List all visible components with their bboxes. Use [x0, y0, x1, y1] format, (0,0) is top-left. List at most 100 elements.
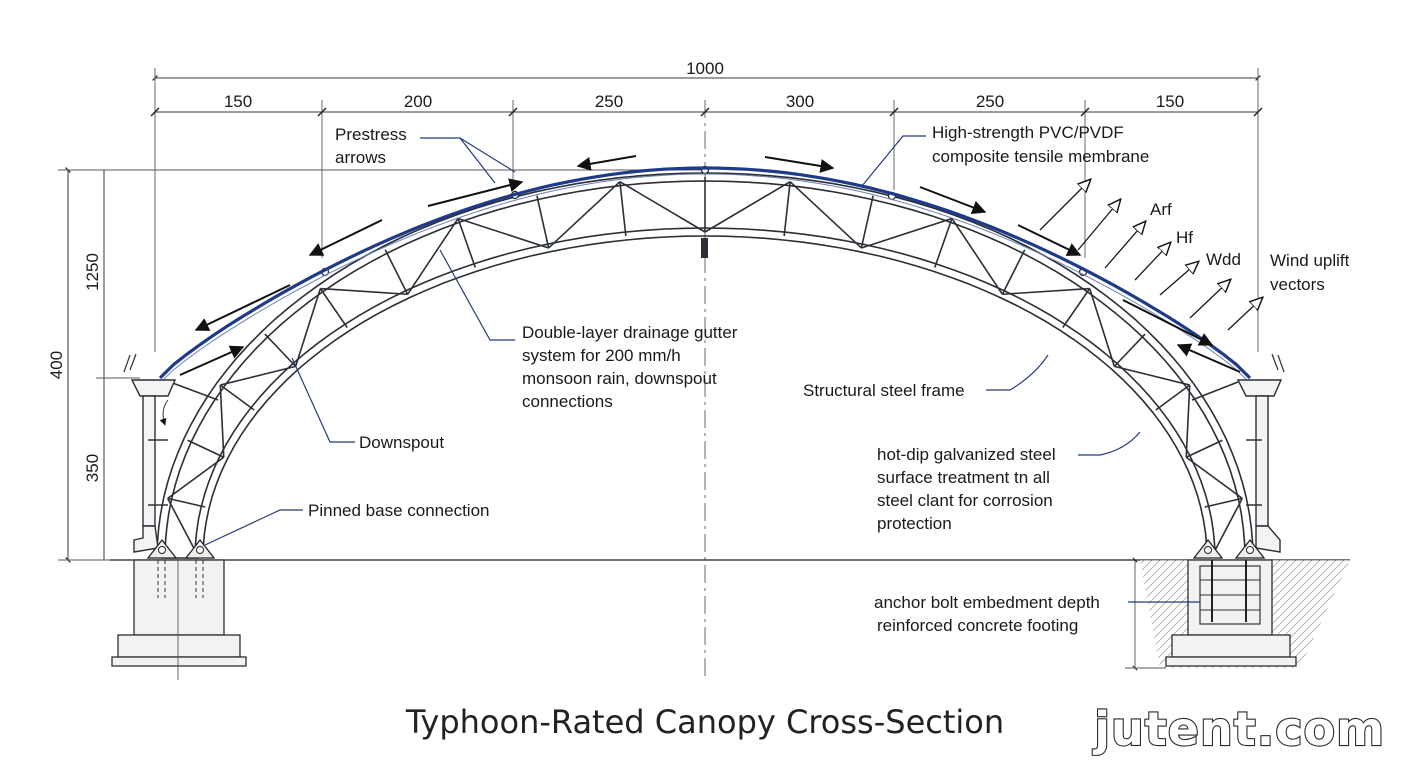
truss-post: [167, 497, 206, 508]
prestress-arrow: [308, 219, 383, 256]
truss-post: [1185, 439, 1223, 458]
dim-segment-6: 150: [1156, 92, 1184, 111]
wind-vector: [1077, 200, 1120, 251]
truss-web: [1185, 384, 1191, 458]
label-gutter-line-3: monsoon rain, downspout: [522, 369, 717, 388]
label-gutter-line-2: system for 200 mm/h: [522, 346, 681, 365]
label-prestress: Prestress arrows: [335, 125, 407, 167]
truss-web: [320, 287, 408, 296]
label-wind-code-hf: Hf: [1176, 228, 1193, 247]
right-footing: [1125, 538, 1350, 671]
label-membrane-line-2: composite tensile membrane: [932, 147, 1149, 166]
drawing-title: Typhoon-Rated Canopy Cross-Section: [405, 703, 1004, 741]
label-gutter-line-4: connections: [522, 392, 613, 411]
truss-post: [1155, 384, 1191, 411]
prestress-arrow: [764, 156, 835, 173]
tensile-membrane: [158, 166, 1252, 380]
label-galvanized-line-2: surface treatment tn all: [877, 468, 1050, 487]
prestress-arrow: [179, 345, 245, 376]
wind-uplift-vectors: [1039, 180, 1262, 331]
dim-height-total: 400: [47, 351, 66, 379]
gutter-strut: [1191, 381, 1239, 401]
prestress-arrow: [576, 155, 637, 171]
tensile-membrane-edge: [159, 173, 1251, 384]
right-gutter-downspout: [1236, 353, 1285, 553]
truss-web: [951, 218, 1004, 295]
left-gutter-downspout: [123, 353, 177, 553]
truss-web: [219, 384, 225, 458]
label-gutter: Double-layer drainage gutter system for …: [522, 323, 738, 411]
truss-post: [536, 195, 550, 249]
label-gutter-line-1: Double-layer drainage gutter: [522, 323, 738, 342]
wind-vector: [1134, 243, 1170, 281]
left-dimension-chain: [58, 167, 705, 563]
truss-post: [219, 384, 255, 411]
truss-web: [1088, 288, 1116, 367]
truss-web: [1210, 498, 1244, 559]
dim-segment-2: 200: [404, 92, 432, 111]
left-footing: [111, 538, 247, 680]
truss-post: [783, 181, 791, 237]
truss-web: [619, 181, 706, 233]
dim-overall: 1000: [686, 59, 724, 78]
label-membrane-line-1: High-strength PVC/PVDF: [932, 123, 1124, 142]
truss-chord: [202, 235, 1208, 559]
truss-post: [457, 218, 477, 268]
label-wind-uplift: Wind uplift vectors: [1270, 251, 1350, 294]
truss-web: [1185, 456, 1243, 500]
brand-watermark: jutent.com: [1092, 702, 1385, 756]
truss-web: [294, 288, 322, 367]
label-prestress-line-1: Prestress: [335, 125, 407, 144]
prestress-arrows: [179, 155, 1241, 376]
label-downspout: Downspout: [359, 433, 444, 452]
truss-web: [1002, 287, 1090, 296]
truss-post: [1062, 288, 1091, 328]
label-anchor-line-1: anchor bolt embedment depth: [874, 593, 1100, 612]
label-wind-code-wdd: Wdd: [1206, 250, 1241, 269]
leader-lines: [204, 135, 1200, 603]
truss-post: [860, 195, 874, 249]
label-wind-uplift-line-1: Wind uplift: [1270, 251, 1350, 270]
label-wind-code-arf: Arf: [1150, 200, 1172, 219]
truss-web: [548, 181, 621, 249]
prestress-arrow: [1017, 224, 1082, 256]
wind-vector: [1159, 262, 1198, 296]
truss-web: [167, 456, 225, 500]
dim-segment-3: 250: [595, 92, 623, 111]
label-membrane: High-strength PVC/PVDF composite tensile…: [932, 123, 1149, 166]
truss-post: [264, 333, 297, 367]
dim-segment-4: 300: [786, 92, 814, 111]
gutter-strut: [169, 381, 219, 401]
label-base: Pinned base connection: [308, 501, 489, 520]
wind-vector: [1189, 280, 1230, 319]
dim-height-lower: 350: [83, 454, 102, 482]
truss-post: [319, 288, 348, 328]
truss-web: [1114, 365, 1190, 386]
prestress-arrow: [919, 186, 987, 215]
label-frame: Structural steel frame: [803, 381, 965, 400]
prestress-arrow: [194, 284, 291, 331]
truss-web: [220, 365, 296, 386]
truss-web: [704, 181, 791, 233]
label-wind-uplift-line-2: vectors: [1270, 275, 1325, 294]
truss-post: [384, 249, 409, 295]
label-galvanized: hot-dip galvanized steel surface treatme…: [877, 445, 1056, 533]
label-prestress-line-2: arrows: [335, 148, 386, 167]
dim-height-upper: 1250: [83, 253, 102, 291]
prestress-arrow: [427, 178, 524, 207]
prestress-arrow: [1122, 299, 1214, 346]
truss-web: [789, 181, 862, 249]
steel-truss-arch: [156, 165, 1254, 559]
truss-web: [457, 217, 549, 249]
wind-vector: [1227, 298, 1262, 331]
truss-web: [861, 217, 953, 249]
truss-post: [1113, 333, 1146, 367]
label-anchor: anchor bolt embedment depth reinforced c…: [874, 593, 1100, 635]
truss-post: [1001, 249, 1026, 295]
truss-post: [1204, 497, 1243, 508]
dim-segment-5: 250: [976, 92, 1004, 111]
dim-segment-1: 150: [224, 92, 252, 111]
label-galvanized-line-3: steel clant for corrosion: [877, 491, 1053, 510]
truss-post: [187, 439, 225, 458]
